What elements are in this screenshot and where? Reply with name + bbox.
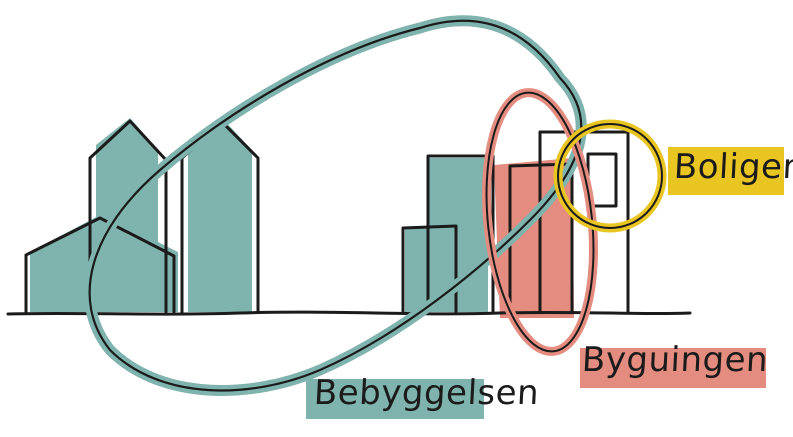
bebyggelsen-label: Bebyggelsen: [313, 376, 540, 410]
boligen-circle-ink: [558, 124, 662, 228]
bygningen-label: Byguingen: [581, 343, 769, 377]
boligen-label: Boligen: [673, 150, 793, 184]
